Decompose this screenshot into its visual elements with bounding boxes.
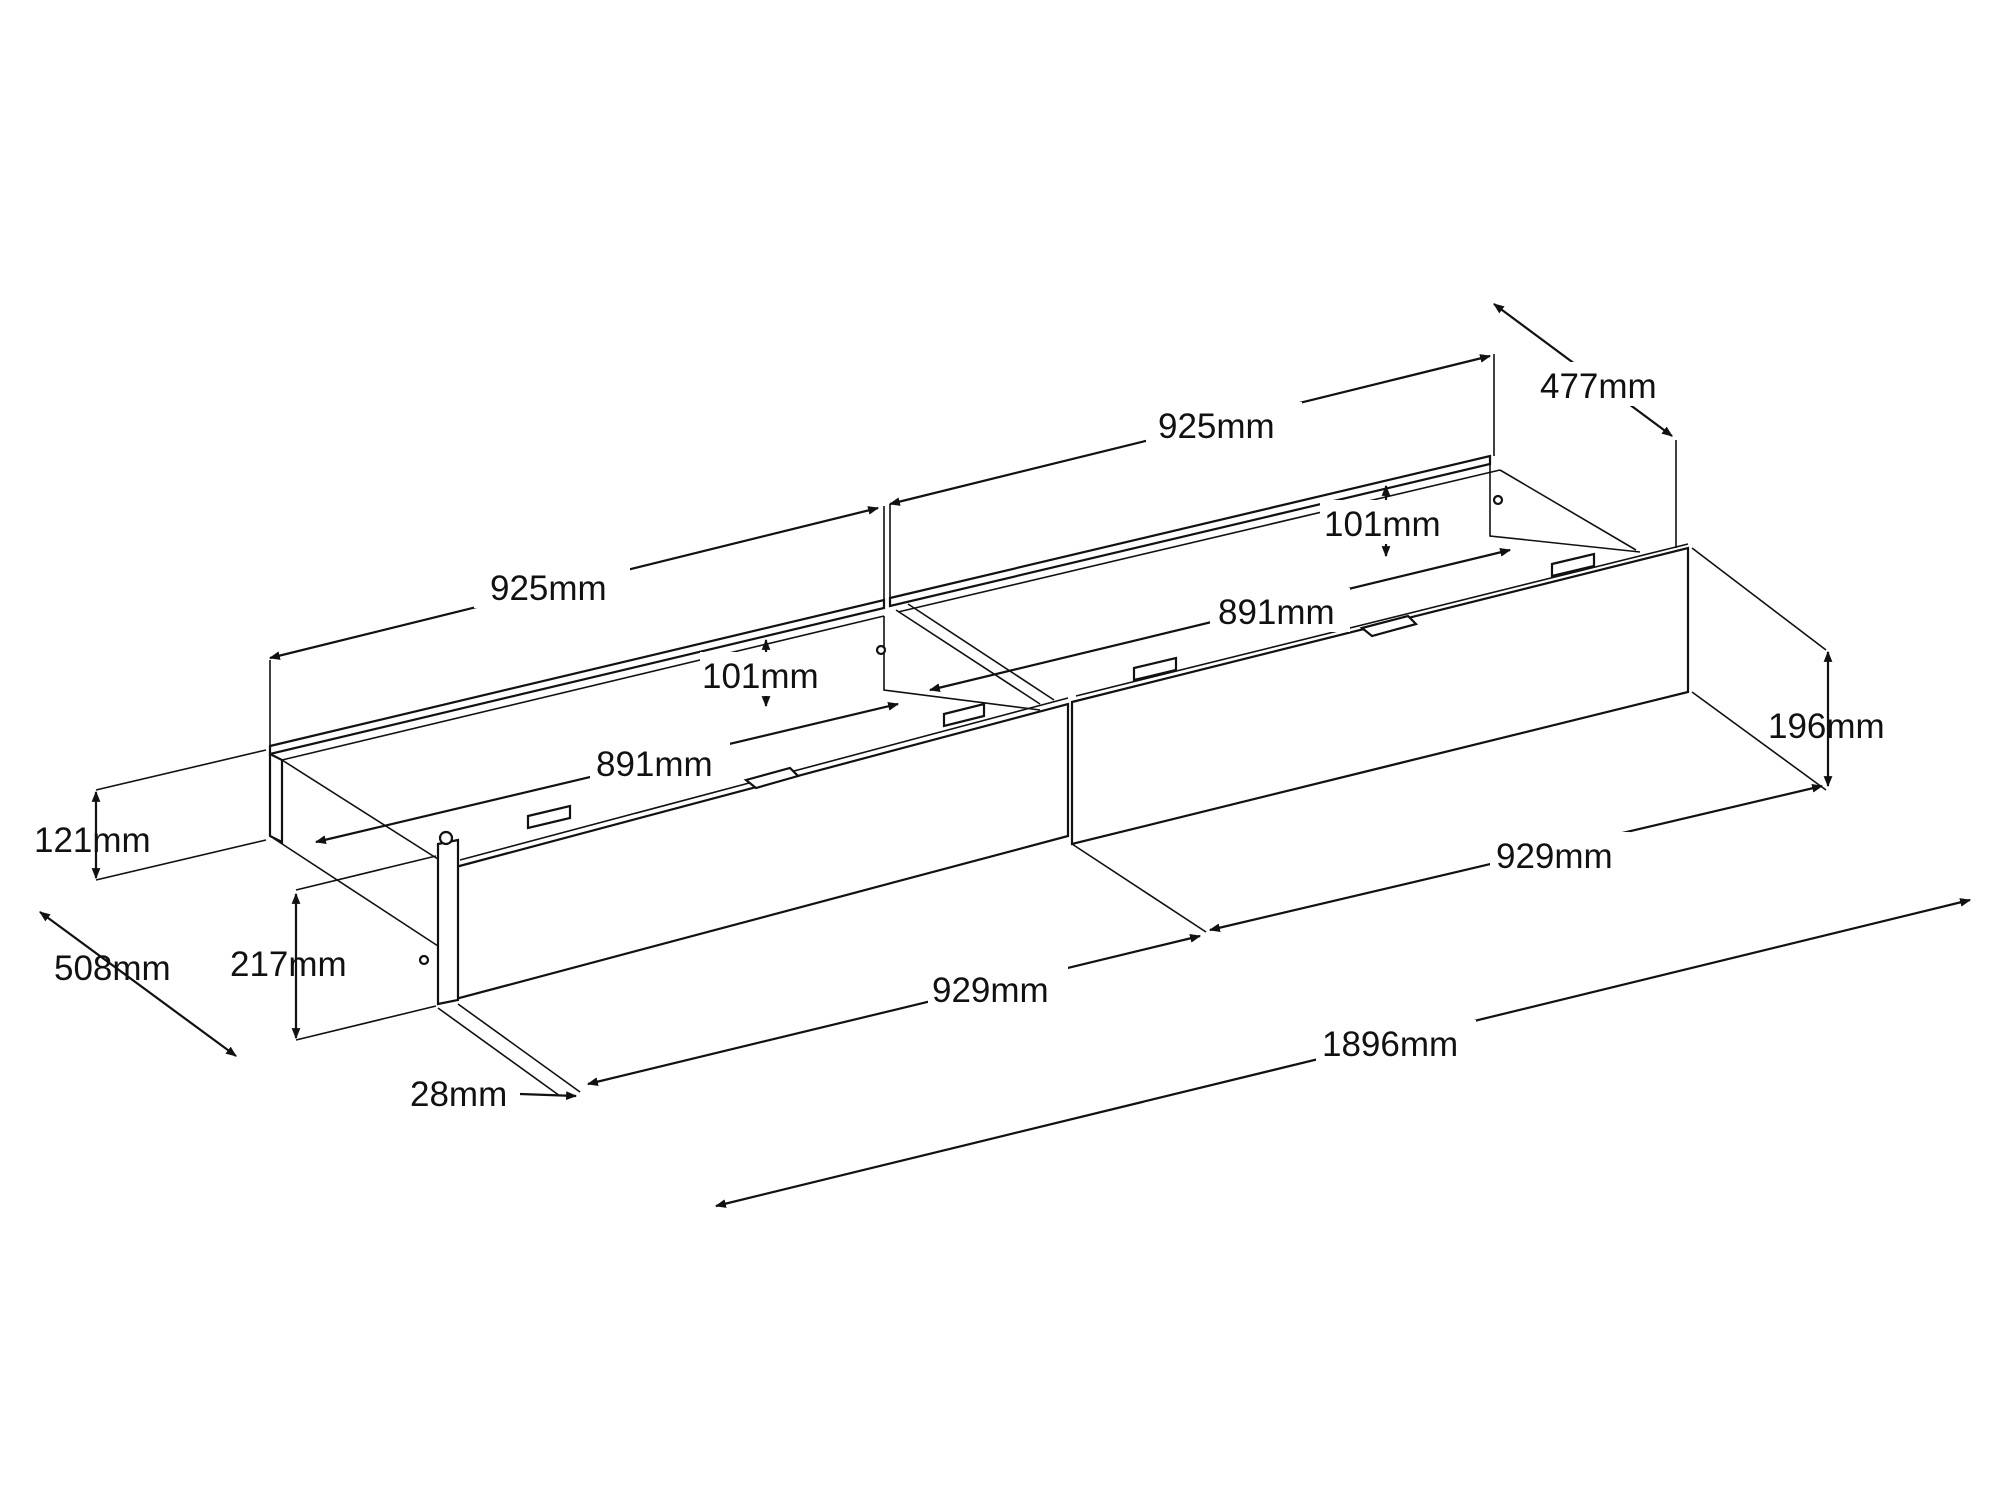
label-inner-width-right: 891mm xyxy=(1218,593,1335,632)
dim-ext-front-height-left xyxy=(295,855,437,1041)
label-width-left: 925mm xyxy=(490,569,607,608)
label-front-height-left: 217mm xyxy=(230,945,347,984)
label-front-width-right: 929mm xyxy=(1496,837,1613,876)
drawer-right-bracket-2 xyxy=(1550,552,1596,578)
dim-ext-left-1 xyxy=(269,506,885,746)
label-front-width-left: 929mm xyxy=(932,971,1049,1010)
dim-ext-side-height xyxy=(95,749,267,881)
drawer-left-side-inner xyxy=(269,759,453,947)
drawer-left-front-panel xyxy=(450,702,1070,1002)
drawer-right-front-panel xyxy=(1070,546,1690,846)
dimension-labels: 925mm 925mm 477mm 101mm 101mm 891mm 891m… xyxy=(34,362,1885,1114)
label-front-height-right: 196mm xyxy=(1768,707,1885,746)
drawer-left-post-knob xyxy=(438,830,454,846)
drawer-left-side-panel xyxy=(268,752,284,844)
drawer-left xyxy=(268,598,1070,1006)
drawer-left-screw-hole xyxy=(418,954,430,966)
label-thickness: 28mm xyxy=(410,1075,507,1114)
label-depth-left: 508mm xyxy=(54,949,171,988)
drawer-left-right-side xyxy=(883,616,1041,711)
dim-ext-front-height-right xyxy=(1691,547,1827,791)
label-side-height: 121mm xyxy=(34,821,151,860)
label-depth-right: 477mm xyxy=(1540,367,1657,406)
drawer-right-bottom-edge xyxy=(1071,843,1207,933)
label-inner-height-right: 101mm xyxy=(1324,505,1441,544)
dim-line-front-width-left xyxy=(586,934,1202,1086)
drawer-left-corner-post xyxy=(436,838,460,1006)
label-inner-width-left: 891mm xyxy=(596,745,713,784)
drawer-right-screw-hole xyxy=(1492,494,1504,506)
dim-line-thickness-arrow xyxy=(519,1091,578,1101)
drawer-right-side xyxy=(1489,464,1641,553)
dim-line-depth-left xyxy=(39,911,237,1057)
drawer-left-bracket-2 xyxy=(942,702,986,728)
drawer-left-screw-hole-2 xyxy=(875,644,887,656)
dim-line-thickness xyxy=(437,1003,581,1097)
label-total-width: 1896mm xyxy=(1322,1025,1458,1064)
drawer-left-bracket xyxy=(526,804,572,830)
drawer-right-divider xyxy=(895,603,1055,705)
label-inner-height-left: 101mm xyxy=(702,657,819,696)
label-width-right: 925mm xyxy=(1158,407,1275,446)
